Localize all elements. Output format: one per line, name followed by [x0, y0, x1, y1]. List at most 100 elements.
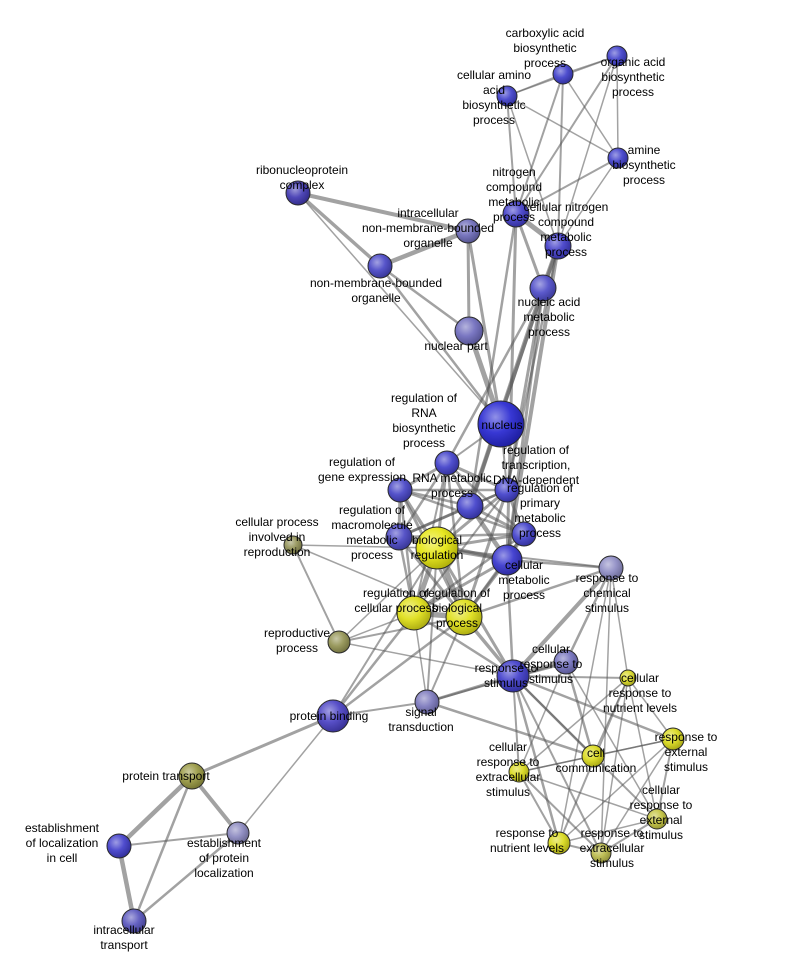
- graph-node-intracellular-transport[interactable]: [121, 908, 147, 934]
- graph-edge: [518, 771, 602, 854]
- graph-edge: [332, 547, 438, 717]
- graph-node-response-to-extracellular-stimulus[interactable]: [590, 842, 612, 864]
- graph-edge: [515, 55, 618, 215]
- graph-node-cellular-response-to-stimulus[interactable]: [553, 649, 579, 675]
- graph-edge: [292, 544, 465, 618]
- graph-node-regulation-of-transcription-dna-dependent[interactable]: [494, 477, 520, 503]
- graph-edge: [557, 55, 618, 247]
- graph-edge: [627, 677, 674, 740]
- graph-node-amine-biosynthetic-process[interactable]: [607, 147, 629, 169]
- graph-node-response-to-nutrient-levels[interactable]: [547, 831, 571, 855]
- graph-node-regulation-of-rna-biosynthetic-process[interactable]: [434, 450, 460, 476]
- graph-node-cell-communication[interactable]: [581, 744, 605, 768]
- graph-node-cellular-amino-acid-biosynthetic-process[interactable]: [496, 85, 518, 107]
- graph-node-cellular-response-to-nutrient-levels[interactable]: [619, 669, 637, 687]
- graph-edge: [592, 677, 629, 757]
- graph-node-establishment-of-localization-in-cell[interactable]: [106, 833, 132, 859]
- graph-node-reproductive-process[interactable]: [327, 630, 351, 654]
- graph-edge: [505, 558, 515, 678]
- graph-node-cellular-response-to-external-stimulus[interactable]: [646, 808, 668, 830]
- graph-edge: [565, 661, 658, 820]
- graph-node-response-to-chemical-stimulus[interactable]: [598, 555, 624, 581]
- graph-node-intracellular-non-membrane-bounded-organelle[interactable]: [455, 218, 481, 244]
- graph-edge: [338, 641, 514, 677]
- graph-node-carboxylic-acid-biosynthetic-process[interactable]: [552, 63, 574, 85]
- graph-edge: [331, 611, 416, 718]
- graph-node-signal-transduction[interactable]: [414, 689, 440, 715]
- graph-node-ribonucleoprotein-complex[interactable]: [285, 180, 311, 206]
- graph-node-regulation-of-macromolecule-metabolic-process[interactable]: [385, 523, 413, 551]
- graph-node-nuclear-part[interactable]: [454, 316, 484, 346]
- graph-edge: [190, 714, 335, 778]
- node-label-protein-binding: protein binding: [290, 709, 369, 723]
- graph-edge: [511, 674, 561, 845]
- graph-edge: [515, 157, 619, 215]
- graph-node-nucleus[interactable]: [477, 400, 525, 448]
- graph-edge: [412, 611, 515, 678]
- graph-node-cellular-process-involved-in-reproduction[interactable]: [283, 535, 303, 555]
- graph-edge: [466, 229, 503, 426]
- graph-edge: [557, 157, 619, 247]
- graph-node-rna-metabolic-process[interactable]: [456, 492, 484, 520]
- graph-node-nitrogen-compound-metabolic-process[interactable]: [502, 200, 530, 228]
- graph-edge: [296, 191, 470, 233]
- graph-node-protein-binding[interactable]: [316, 699, 350, 733]
- graph-node-regulation-of-gene-expression[interactable]: [387, 477, 413, 503]
- graph-node-regulation-of-primary-metabolic-process[interactable]: [511, 521, 537, 547]
- graph-edge: [436, 547, 612, 569]
- graph-edge: [558, 818, 658, 844]
- graph-node-cellular-response-to-extracellular-stimulus[interactable]: [508, 761, 530, 783]
- graph-edge: [292, 544, 340, 643]
- graph-node-nucleic-acid-metabolic-process[interactable]: [529, 274, 557, 302]
- graph-node-biological-regulation[interactable]: [415, 526, 459, 570]
- graph-edge: [462, 566, 613, 619]
- graph-edge: [616, 55, 619, 159]
- graph-node-regulation-of-biological-process[interactable]: [445, 598, 483, 636]
- graph-edge: [426, 547, 438, 703]
- graph-node-protein-transport[interactable]: [178, 762, 206, 790]
- graph-node-non-membrane-bounded-organelle[interactable]: [367, 253, 393, 279]
- graph-edge: [297, 192, 502, 425]
- graph-edge: [331, 615, 466, 718]
- graph-node-cellular-nitrogen-compound-metabolic-process[interactable]: [544, 232, 572, 260]
- graph-node-response-to-stimulus[interactable]: [496, 659, 530, 693]
- graph-node-response-to-external-stimulus[interactable]: [661, 727, 685, 751]
- graph-node-organic-acid-biosynthetic-process[interactable]: [606, 45, 628, 67]
- graph-edge: [132, 831, 240, 923]
- graph-edge: [378, 264, 503, 426]
- nodes-layer: [106, 45, 685, 934]
- node-label-nucleus: nucleus: [481, 418, 522, 432]
- graph-node-regulation-of-cellular-process[interactable]: [396, 595, 432, 631]
- graph-edge: [506, 95, 559, 247]
- graph-edge: [562, 73, 619, 159]
- graph-edge: [116, 843, 137, 924]
- graph-edge: [564, 566, 613, 664]
- graph-node-cellular-metabolic-process[interactable]: [491, 544, 523, 576]
- node-label-protein-transport: protein transport: [122, 769, 210, 783]
- graph-edge: [132, 774, 194, 923]
- graph-edge: [518, 755, 594, 773]
- graph-node-establishment-of-protein-localization[interactable]: [226, 821, 250, 845]
- graph-edge: [518, 771, 560, 844]
